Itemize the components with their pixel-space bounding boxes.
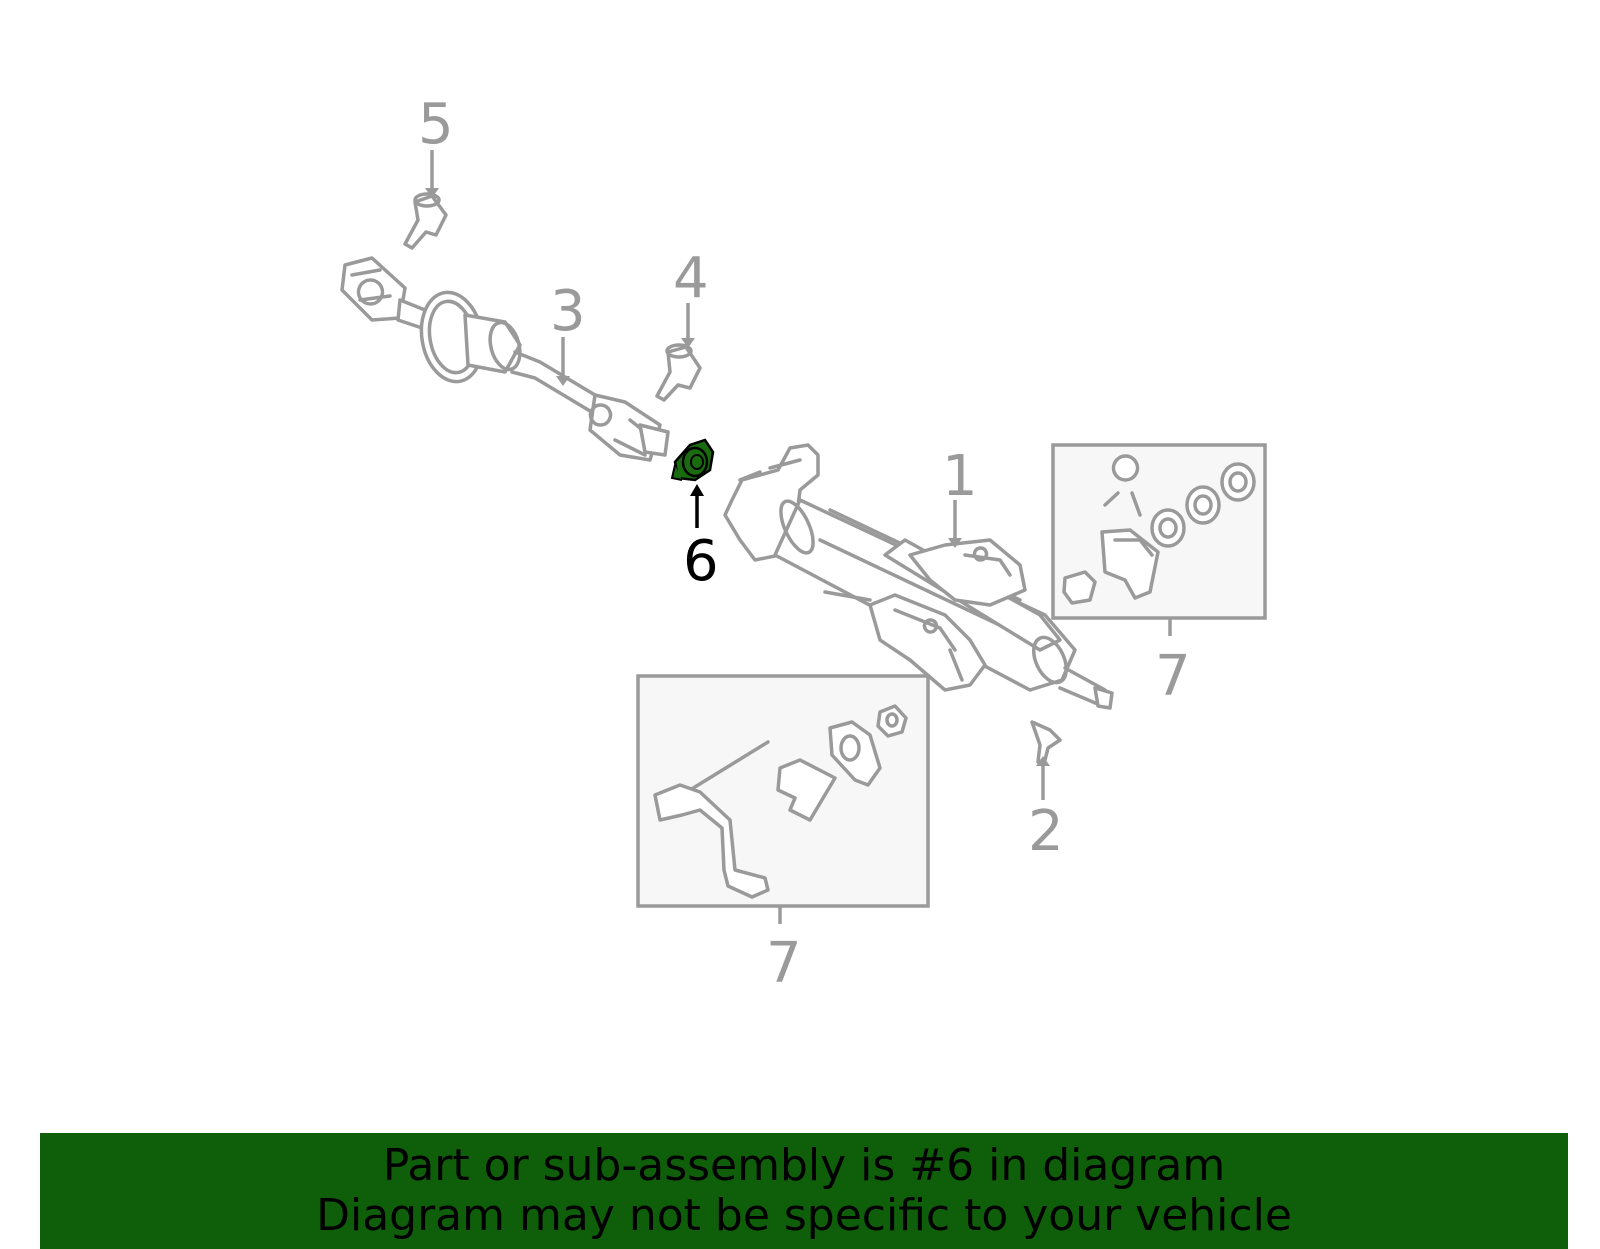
callout-6: 6 <box>683 529 719 594</box>
part-1-steering-column <box>723 443 1114 710</box>
part-5-bolt <box>403 192 448 250</box>
banner-line-2: Diagram may not be specific to your vehi… <box>316 1190 1292 1241</box>
leader-lines <box>425 150 1172 924</box>
banner-line-1: Part or sub-assembly is #6 in diagram <box>382 1140 1226 1191</box>
callout-4: 4 <box>673 246 709 311</box>
part-3-intermediate-shaft <box>340 256 670 462</box>
info-banner: Part or sub-assembly is #6 in diagram Di… <box>40 1133 1568 1249</box>
callout-7-lower: 7 <box>766 931 802 996</box>
callout-7-right: 7 <box>1155 644 1191 709</box>
callout-3: 3 <box>550 279 586 344</box>
part-6-seal <box>670 438 715 482</box>
inset-box-lower <box>636 674 930 908</box>
part-4-bolt <box>655 343 702 402</box>
callout-5: 5 <box>418 92 454 157</box>
callout-2: 2 <box>1028 799 1064 864</box>
callout-1: 1 <box>942 444 978 509</box>
inset-box-right <box>1051 443 1267 620</box>
part-2-clip <box>1030 720 1062 764</box>
